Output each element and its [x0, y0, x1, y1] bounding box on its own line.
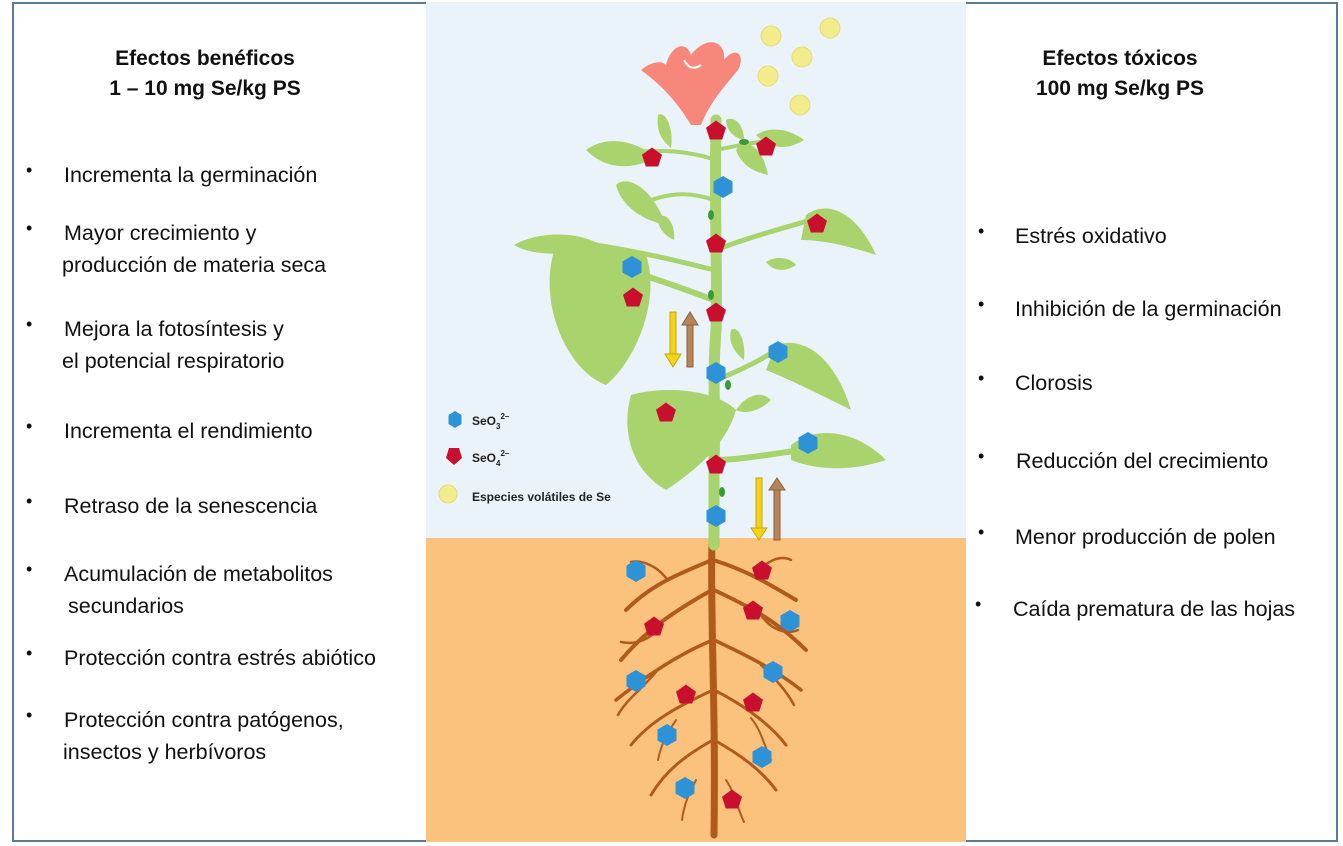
selenate-marker-icon — [706, 233, 726, 253]
bullet-icon: • — [26, 705, 33, 725]
list-item: Mayor crecimiento y producción de materi… — [62, 221, 327, 277]
list-item: Retraso de la senescencia — [64, 494, 318, 518]
selenite-marker-icon — [626, 670, 646, 692]
list-item: Protección contra estrés abiótico — [64, 646, 376, 670]
list-item: Incrementa el rendimiento — [64, 419, 313, 443]
bullet-icon: • — [26, 643, 33, 663]
selenate-marker-icon — [642, 147, 662, 167]
selenite-marker-icon — [675, 777, 695, 799]
volatile-species-icon — [757, 65, 779, 87]
bullet-icon: • — [26, 416, 33, 436]
selenate-marker-icon — [644, 616, 664, 636]
selenate-marker-icon — [706, 454, 726, 474]
flower — [641, 42, 741, 126]
plant-illustration: SeO32– SeO42– Especies volátiles de Se — [426, 2, 966, 842]
beneficial-effects-title: Efectos benéficos 1 – 10 mg Se/kg PS — [60, 44, 350, 104]
legend-selenate-icon — [446, 448, 462, 465]
list-item: Caída prematura de las hojas — [1013, 597, 1296, 621]
selenate-marker-icon — [743, 692, 763, 712]
legend-selenite-icon — [448, 411, 462, 428]
legend-selenate-label: SeO42– — [472, 449, 510, 468]
legend-selenite-label: SeO32– — [472, 412, 510, 431]
beneficial-title-line1: Efectos benéficos — [115, 47, 295, 70]
bullet-icon: • — [26, 491, 33, 511]
selenate-marker-icon — [743, 600, 763, 620]
toxic-title-line1: Efectos tóxicos — [1042, 47, 1198, 70]
list-item: Inhibición de la germinación — [1015, 297, 1282, 321]
selenite-marker-icon — [768, 341, 788, 363]
list-item: Mejora la fotosíntesis y el potencial re… — [62, 317, 285, 373]
list-item: Incrementa la germinación — [64, 163, 318, 187]
bullet-icon: • — [26, 160, 33, 180]
roots — [614, 536, 808, 839]
bullet-icon: • — [26, 314, 33, 334]
selenite-marker-icon — [780, 610, 800, 632]
selenite-marker-icon — [763, 661, 783, 683]
soil-background — [426, 538, 966, 842]
legend: SeO32– SeO42– Especies volátiles de Se — [438, 411, 611, 504]
selenate-marker-icon — [752, 560, 772, 580]
volatile-species-icon — [819, 17, 841, 39]
selenate-marker-icon — [706, 120, 726, 140]
selenate-marker-icon — [807, 213, 827, 233]
transport-arrows — [664, 311, 786, 541]
bullet-icon: • — [978, 221, 985, 241]
bullet-icon: • — [978, 522, 985, 542]
selenate-marker-icon — [756, 136, 776, 156]
toxic-title-line2: 100 mg Se/kg PS — [1035, 77, 1205, 100]
selenate-marker-icon — [706, 302, 726, 322]
list-item: Protección contra patógenos, insectos y … — [63, 708, 344, 764]
volatile-species-icon — [789, 94, 811, 116]
bullet-icon: • — [975, 594, 982, 614]
selenite-marker-icon — [657, 724, 677, 746]
bullet-icon: • — [978, 446, 985, 466]
toxic-effects-title: Efectos tóxicos 100 mg Se/kg PS — [990, 44, 1250, 104]
selenite-marker-icon — [706, 505, 726, 527]
small-leaves — [708, 139, 749, 497]
list-item: Menor producción de polen — [1015, 525, 1276, 549]
volatile-species-icon — [791, 46, 813, 68]
legend-volatile-label: Especies volátiles de Se — [472, 490, 611, 504]
selenite-marker-icon — [798, 432, 818, 454]
legend-volatile-icon — [438, 484, 458, 504]
selenite-marker-icon — [706, 362, 726, 384]
selenate-marker-icon — [676, 684, 696, 704]
list-item: Acumulación de metabolitos secundarios — [64, 562, 333, 618]
selenium-species-markers — [622, 17, 841, 809]
selenite-marker-icon — [622, 256, 642, 278]
list-item: Reducción del crecimiento — [1016, 449, 1269, 473]
selenate-marker-icon — [656, 402, 676, 422]
volatile-species-icon — [760, 25, 782, 47]
bullet-icon: • — [26, 218, 33, 238]
list-item: Estrés oxidativo — [1015, 224, 1167, 248]
selenite-marker-icon — [626, 560, 646, 582]
selenite-marker-icon — [752, 746, 772, 768]
bullet-icon: • — [26, 559, 33, 579]
selenite-marker-icon — [713, 176, 733, 198]
bullet-icon: • — [978, 294, 985, 314]
selenate-marker-icon — [722, 789, 742, 809]
list-item: Clorosis — [1015, 371, 1093, 395]
bullet-icon: • — [978, 368, 985, 388]
selenate-marker-icon — [623, 287, 643, 307]
beneficial-title-line2: 1 – 10 mg Se/kg PS — [109, 77, 301, 100]
